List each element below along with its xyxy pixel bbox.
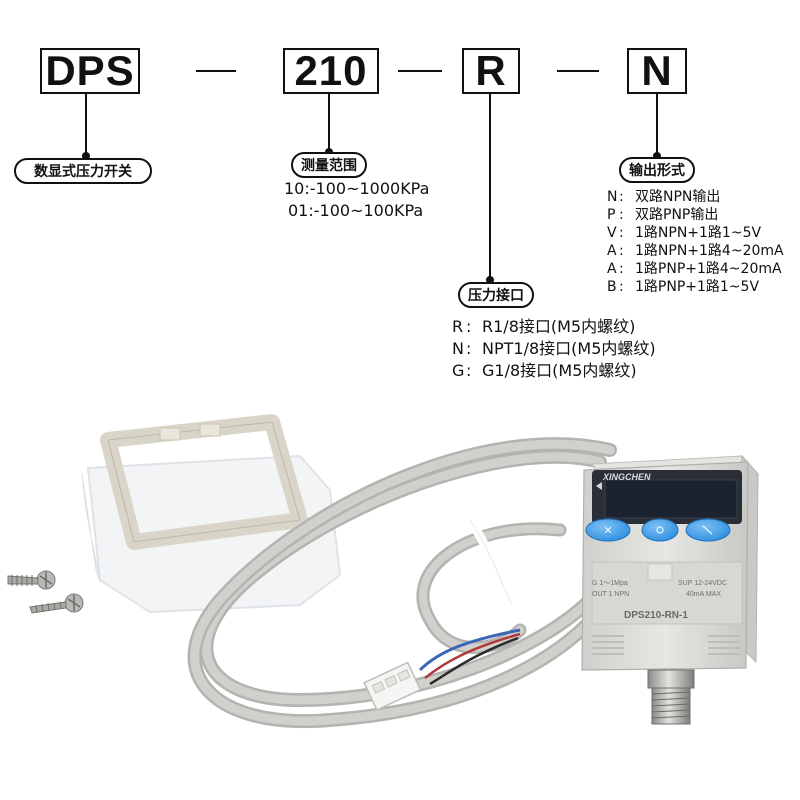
tag-series: 数显式压力开关	[14, 158, 152, 184]
output-option-code: B	[607, 279, 617, 295]
code-dash-2	[398, 70, 442, 72]
code-dash-3	[557, 70, 599, 72]
range-options-list: 10:-100~1000KPa 01:-100~100KPa	[284, 178, 429, 222]
port-option: N:NPT1/8接口(M5内螺纹)	[452, 339, 656, 358]
output-option: P:双路PNP输出	[607, 207, 719, 223]
output-option: A:1路PNP+1路4~20mA	[607, 261, 782, 277]
tag-output: 输出形式	[619, 157, 695, 183]
port-options-list: R:R1/8接口(M5内螺纹) N:NPT1/8接口(M5内螺纹) G:G1/8…	[452, 316, 656, 382]
output-option-desc: 1路PNP+1路4~20mA	[635, 261, 782, 277]
output-option-code: N	[607, 189, 618, 205]
wire-connector	[363, 628, 521, 712]
port-option-code: R	[452, 317, 464, 336]
code-segment-range: 210	[283, 48, 379, 94]
port-option: R:R1/8接口(M5内螺纹)	[452, 317, 636, 336]
svg-text:SUP 12-24VDC: SUP 12-24VDC	[678, 580, 727, 587]
output-option: N:双路NPN输出	[607, 189, 721, 205]
output-options-list: N:双路NPN输出 P:双路PNP输出 V:1路NPN+1路1~5V A:1路N…	[607, 188, 784, 296]
brand-logo: XINGCHEN	[602, 472, 651, 482]
leader-range	[328, 94, 330, 152]
range-option: 01:-100~100KPa	[288, 201, 424, 220]
output-option-code: P	[607, 207, 616, 223]
output-option: V:1路NPN+1路1~5V	[607, 225, 762, 241]
cable	[187, 437, 617, 729]
leader-series	[85, 94, 87, 156]
port-option-desc: R1/8接口(M5内螺纹)	[482, 317, 636, 336]
svg-text:OUT 1 NPN: OUT 1 NPN	[592, 591, 629, 598]
output-option: B:1路PNP+1路1~5V	[607, 279, 760, 295]
port-option-desc: NPT1/8接口(M5内螺纹)	[482, 339, 656, 358]
leader-output	[656, 94, 658, 156]
pressure-switch: XINGCHEN G 1～1Mpa OUT 1 NPN SUP 12-24VDC…	[581, 454, 760, 725]
output-option-code: V	[607, 225, 617, 241]
output-option-desc: 1路PNP+1路1~5V	[635, 279, 760, 295]
tag-port: 压力接口	[458, 282, 534, 308]
product-photo: XINGCHEN G 1～1Mpa OUT 1 NPN SUP 12-24VDC…	[7, 414, 760, 729]
svg-text:40mA MAX: 40mA MAX	[686, 591, 721, 598]
output-option-code: A	[607, 261, 617, 277]
code-dash-1	[196, 70, 236, 72]
leader-port	[489, 94, 491, 280]
output-option: A:1路NPN+1路4~20mA	[607, 243, 784, 259]
port-option-code: G	[452, 361, 465, 380]
code-segment-series: DPS	[40, 48, 140, 94]
mounting-bracket	[81, 414, 342, 614]
output-option-code: A	[607, 243, 617, 259]
output-option-desc: 1路NPN+1路1~5V	[635, 225, 762, 241]
leader-series-dot	[82, 152, 90, 160]
svg-text:DPS210-RN-1: DPS210-RN-1	[624, 610, 688, 621]
port-option: G:G1/8接口(M5内螺纹)	[452, 361, 637, 380]
svg-text:G 1～1Mpa: G 1～1Mpa	[592, 580, 628, 587]
screw-2	[29, 593, 84, 614]
port-option-desc: G1/8接口(M5内螺纹)	[482, 361, 637, 380]
output-option-desc: 双路NPN输出	[635, 189, 721, 205]
code-segment-port: R	[462, 48, 520, 94]
leader-output-dot	[653, 152, 661, 160]
screw-1	[7, 570, 56, 590]
code-segment-output: N	[627, 48, 687, 94]
range-option: 10:-100~1000KPa	[284, 179, 430, 198]
output-option-desc: 1路NPN+1路4~20mA	[635, 243, 784, 259]
tag-range: 测量范围	[291, 152, 367, 178]
leader-port-dot	[486, 276, 494, 284]
port-option-code: N	[452, 339, 464, 358]
output-option-desc: 双路PNP输出	[635, 207, 719, 223]
